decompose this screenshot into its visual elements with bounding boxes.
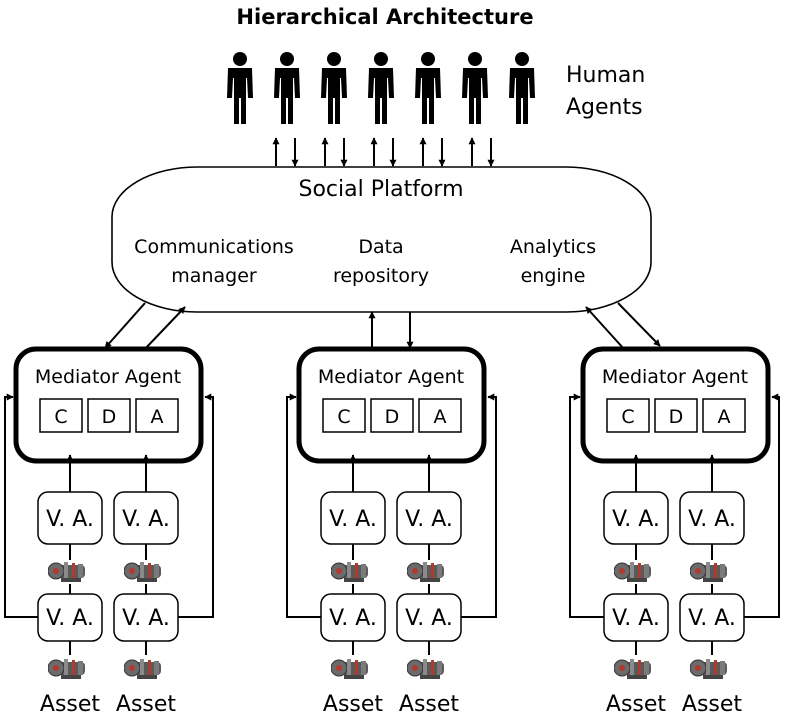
- virtual-agent-label: V. A.: [612, 606, 660, 631]
- module-label: C: [54, 406, 67, 428]
- module-label: D: [102, 406, 117, 428]
- platform-component-line2: engine: [521, 265, 586, 287]
- engine-icon: [124, 561, 162, 583]
- virtual-agent-box: [396, 491, 462, 545]
- platform-component-line2: repository: [333, 265, 429, 287]
- module-label: A: [434, 406, 447, 428]
- virtual-agent-label: V. A.: [688, 606, 736, 631]
- person-icon: [462, 52, 488, 124]
- asset-label: Asset: [606, 692, 667, 717]
- arrow-down: [104, 302, 146, 349]
- social-platform: [111, 166, 652, 313]
- human-agents: [227, 52, 535, 124]
- asset-label: Asset: [116, 692, 177, 717]
- virtual-agent-label: V. A.: [46, 507, 94, 532]
- arrow-up: [585, 306, 625, 350]
- engine-icon: [690, 561, 728, 583]
- virtual-agent-box: [603, 593, 669, 642]
- virtual-agent-box: [113, 593, 179, 642]
- platform-component-line1: Communications: [134, 236, 294, 258]
- module-box: [654, 398, 698, 433]
- module-box: [606, 398, 650, 433]
- virtual-agent-box: [37, 593, 103, 642]
- person-icon: [509, 52, 535, 124]
- module-box: [322, 398, 366, 433]
- module-label: C: [337, 406, 350, 428]
- person-icon: [274, 52, 300, 124]
- person-icon: [368, 52, 394, 124]
- mediator-label: Mediator Agent: [602, 366, 748, 388]
- module-box: [370, 398, 414, 433]
- human-agents-label-line2: Agents: [566, 95, 643, 120]
- asset-label: Asset: [399, 692, 460, 717]
- arrow-up: [142, 306, 186, 352]
- virtual-agent-label: V. A.: [122, 606, 170, 631]
- module-box: [135, 398, 179, 433]
- module-box: [418, 398, 462, 433]
- virtual-agent-box: [603, 491, 669, 545]
- module-label: C: [621, 406, 634, 428]
- engine-icon: [407, 658, 445, 680]
- virtual-agent-label: V. A.: [405, 507, 453, 532]
- asset-label: Asset: [682, 692, 743, 717]
- module-box: [39, 398, 83, 433]
- human-agents-label-line1: Human: [566, 63, 645, 88]
- engine-icon: [690, 658, 728, 680]
- engine-icon: [48, 561, 86, 583]
- module-label: D: [669, 406, 684, 428]
- virtual-agent-box: [37, 491, 103, 545]
- module-box: [87, 398, 131, 433]
- virtual-agent-label: V. A.: [329, 606, 377, 631]
- virtual-agent-box: [396, 593, 462, 642]
- virtual-agent-box: [320, 491, 386, 545]
- module-box: [702, 398, 746, 433]
- platform-component-line2: manager: [171, 265, 257, 287]
- asset-label: Asset: [40, 692, 101, 717]
- person-icon: [321, 52, 347, 124]
- person-icon: [227, 52, 253, 124]
- module-label: A: [718, 406, 731, 428]
- mediator-group-3: Mediator Agent C D A V. A. V. A. V. A. V…: [569, 346, 780, 717]
- virtual-agent-box: [679, 593, 745, 642]
- platform-mediator-arrows: [104, 302, 661, 352]
- engine-icon: [48, 658, 86, 680]
- arrow-down: [617, 302, 661, 347]
- human-platform-arrows: [272, 137, 495, 167]
- virtual-agent-label: V. A.: [46, 606, 94, 631]
- virtual-agent-label: V. A.: [329, 507, 377, 532]
- person-icon: [415, 52, 441, 124]
- asset-label: Asset: [323, 692, 384, 717]
- platform-title: Social Platform: [299, 177, 464, 202]
- engine-icon: [124, 658, 162, 680]
- mediator-group-1: Mediator Agent C D A V. A. V. A. V. A. V…: [4, 346, 214, 717]
- engine-icon: [407, 561, 445, 583]
- mediator-label: Mediator Agent: [318, 366, 464, 388]
- module-label: A: [151, 406, 164, 428]
- engine-icon: [331, 658, 369, 680]
- virtual-agent-label: V. A.: [612, 507, 660, 532]
- virtual-agent-box: [320, 593, 386, 642]
- mediator-label: Mediator Agent: [35, 366, 181, 388]
- engine-icon: [331, 561, 369, 583]
- mediator-group-2: Mediator Agent C D A V. A. V. A. V. A. V…: [286, 346, 497, 717]
- engine-icon: [614, 658, 652, 680]
- virtual-agent-box: [679, 491, 745, 545]
- platform-component-line1: Analytics: [510, 236, 596, 258]
- module-label: D: [385, 406, 400, 428]
- virtual-agent-box: [113, 491, 179, 545]
- virtual-agent-label: V. A.: [122, 507, 170, 532]
- diagram-title: Hierarchical Architecture: [236, 5, 533, 29]
- platform-component-line1: Data: [358, 236, 403, 258]
- virtual-agent-label: V. A.: [688, 507, 736, 532]
- virtual-agent-label: V. A.: [405, 606, 453, 631]
- engine-icon: [614, 561, 652, 583]
